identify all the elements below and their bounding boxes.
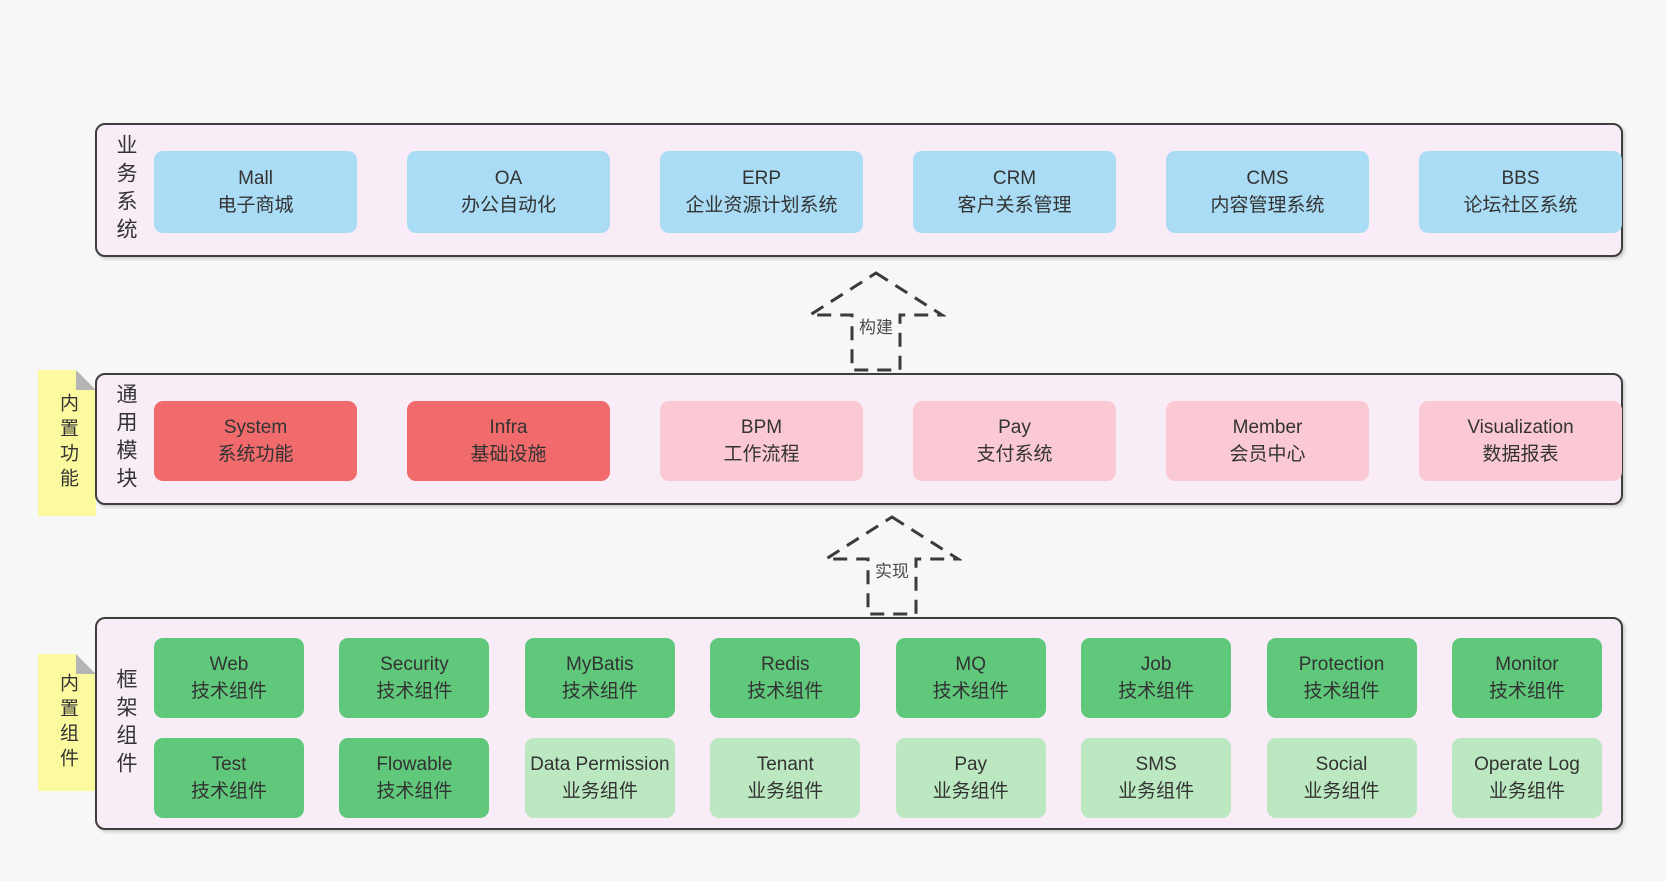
node-bpm: BPM 工作流程 — [660, 401, 863, 481]
business-node-row: Mall 电子商城 OA 办公自动化 ERP 企业资源计划系统 CRM 客户关系… — [154, 151, 1622, 233]
node-monitor: Monitor 技术组件 — [1451, 638, 1602, 718]
module-node-row: System 系统功能 Infra 基础设施 BPM 工作流程 Pay 支付系统… — [154, 401, 1622, 481]
node-system: System 系统功能 — [154, 401, 357, 481]
layer-business-systems: 业务系统 Mall 电子商城 OA 办公自动化 ERP 企业资源计划系统 CRM… — [95, 123, 1623, 257]
node-mall: Mall 电子商城 — [154, 151, 357, 233]
arrow-label: 实现 — [872, 555, 912, 584]
node-data-permission: Data Permission 业务组件 — [524, 738, 675, 818]
node-mq: MQ 技术组件 — [895, 638, 1046, 718]
node-bbs: BBS 论坛社区系统 — [1419, 151, 1622, 233]
layer-label: 框架组件 — [114, 667, 137, 780]
node-erp: ERP 企业资源计划系统 — [660, 151, 863, 233]
up-arrow-build: 构建 — [806, 270, 946, 372]
folded-corner-icon — [76, 654, 96, 674]
component-node-row-2: Test 技术组件 Flowable 技术组件 Data Permission … — [154, 738, 1602, 818]
node-pay-system: Pay 支付系统 — [913, 401, 1116, 481]
layer-label: 通用模块 — [114, 383, 137, 495]
node-security: Security 技术组件 — [339, 638, 490, 718]
node-web: Web 技术组件 — [154, 638, 304, 718]
node-pay-component: Pay 业务组件 — [895, 738, 1046, 818]
up-arrow-implement: 实现 — [822, 514, 962, 616]
node-job: Job 技术组件 — [1081, 638, 1232, 718]
node-crm: CRM 客户关系管理 — [913, 151, 1116, 233]
node-sms: SMS 业务组件 — [1081, 738, 1232, 818]
node-flowable: Flowable 技术组件 — [339, 738, 490, 818]
node-redis: Redis 技术组件 — [710, 638, 861, 718]
layer-framework-components: 框架组件 Web 技术组件 Security 技术组件 MyBatis 技术组件… — [95, 617, 1623, 830]
sticky-note-builtin-features: 内置功能 — [38, 370, 96, 516]
node-infra: Infra 基础设施 — [407, 401, 610, 481]
node-oa: OA 办公自动化 — [407, 151, 610, 233]
folded-corner-icon — [76, 370, 96, 390]
node-member: Member 会员中心 — [1166, 401, 1369, 481]
node-cms: CMS 内容管理系统 — [1166, 151, 1369, 233]
node-mybatis: MyBatis 技术组件 — [524, 638, 675, 718]
node-tenant: Tenant 业务组件 — [710, 738, 861, 818]
sticky-note-text: 内置组件 — [57, 672, 78, 773]
sticky-note-text: 内置功能 — [57, 393, 78, 493]
node-social: Social 业务组件 — [1266, 738, 1417, 818]
node-visualization: Visualization 数据报表 — [1419, 401, 1622, 481]
sticky-note-builtin-components: 内置组件 — [38, 654, 96, 791]
arrow-label: 构建 — [856, 311, 896, 340]
node-test: Test 技术组件 — [154, 738, 304, 818]
layer-common-modules: 通用模块 System 系统功能 Infra 基础设施 BPM 工作流程 Pay… — [95, 373, 1623, 505]
node-operate-log: Operate Log 业务组件 — [1451, 738, 1602, 818]
layer-label: 业务系统 — [114, 134, 137, 246]
node-protection: Protection 技术组件 — [1266, 638, 1417, 718]
component-node-row-1: Web 技术组件 Security 技术组件 MyBatis 技术组件 Redi… — [154, 638, 1602, 718]
